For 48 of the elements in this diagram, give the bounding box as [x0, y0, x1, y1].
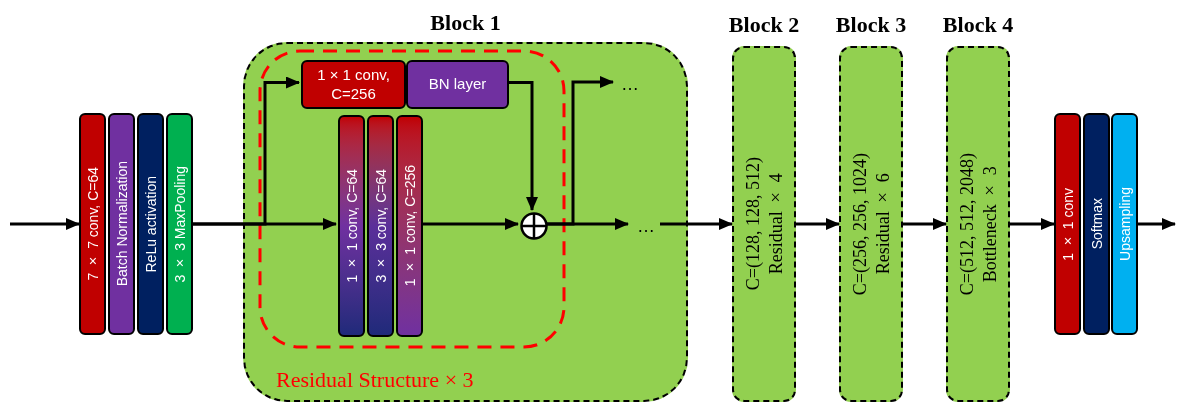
- block-description: C=(256, 256, 1024): [848, 152, 871, 296]
- upsampling-layer: [1111, 113, 1138, 335]
- arrow: [1010, 218, 1055, 230]
- conv-layer: [79, 113, 106, 335]
- conv-layer: [338, 115, 365, 337]
- softmax-layer: [1083, 113, 1110, 335]
- arrow: [660, 218, 733, 230]
- arrow: [903, 218, 947, 230]
- block-description: Residual × 6: [871, 173, 893, 275]
- arrow: [507, 81, 538, 211]
- bn-layer-box: [406, 60, 509, 109]
- layer-label: Softmax: [1089, 198, 1104, 250]
- arrow: [796, 218, 840, 230]
- layer-label: 1 × 1 conv: [1060, 187, 1075, 261]
- layer-label: 1 × 1 conv, C=256: [402, 165, 417, 287]
- block-description: Residual × 4: [764, 173, 786, 275]
- normalization-layer: [108, 113, 135, 335]
- block-heading: Block 4: [942, 11, 1014, 39]
- arrow: [421, 218, 519, 230]
- ellipsis: …: [637, 217, 655, 235]
- activation-layer: [137, 113, 164, 335]
- layer-label: ReLu activation: [143, 175, 158, 273]
- layer-label: Batch Normalization: [114, 161, 129, 287]
- layer-label: BN layer: [428, 75, 487, 94]
- layer-label: 3 × 3 MaxPooling: [172, 165, 187, 283]
- arrow: [10, 218, 80, 230]
- conv-layer: [1054, 113, 1081, 335]
- block-description: Bottleneck × 3: [978, 166, 1000, 282]
- arrow: [1138, 218, 1176, 230]
- block-heading: Block 1: [430, 9, 501, 37]
- layer-label: 7 × 7 conv, C=64: [85, 167, 100, 281]
- residual-structure-label: Residual Structure × 3: [276, 366, 474, 394]
- layer-label: 3 × 3 conv, C=64: [373, 169, 388, 283]
- conv-box: [301, 60, 406, 109]
- block-heading: Block 3: [835, 11, 907, 39]
- layer-label: Upsampling: [1117, 187, 1132, 261]
- block-description: C=(128, 128, 512): [741, 157, 764, 291]
- block-description: C=(512, 512, 2048): [955, 152, 978, 296]
- ellipsis: …: [621, 75, 639, 93]
- conv-layer: [367, 115, 394, 337]
- layer-label: 1 × 1 conv, C=64: [344, 169, 359, 283]
- arrow: [193, 76, 300, 226]
- pooling-layer: [166, 113, 193, 335]
- layer-label: 1 × 1 conv, C=256: [316, 65, 391, 104]
- addition-circle: [520, 212, 548, 240]
- conv-layer: [396, 115, 423, 337]
- arrow: [546, 76, 614, 226]
- block-heading: Block 2: [728, 11, 800, 39]
